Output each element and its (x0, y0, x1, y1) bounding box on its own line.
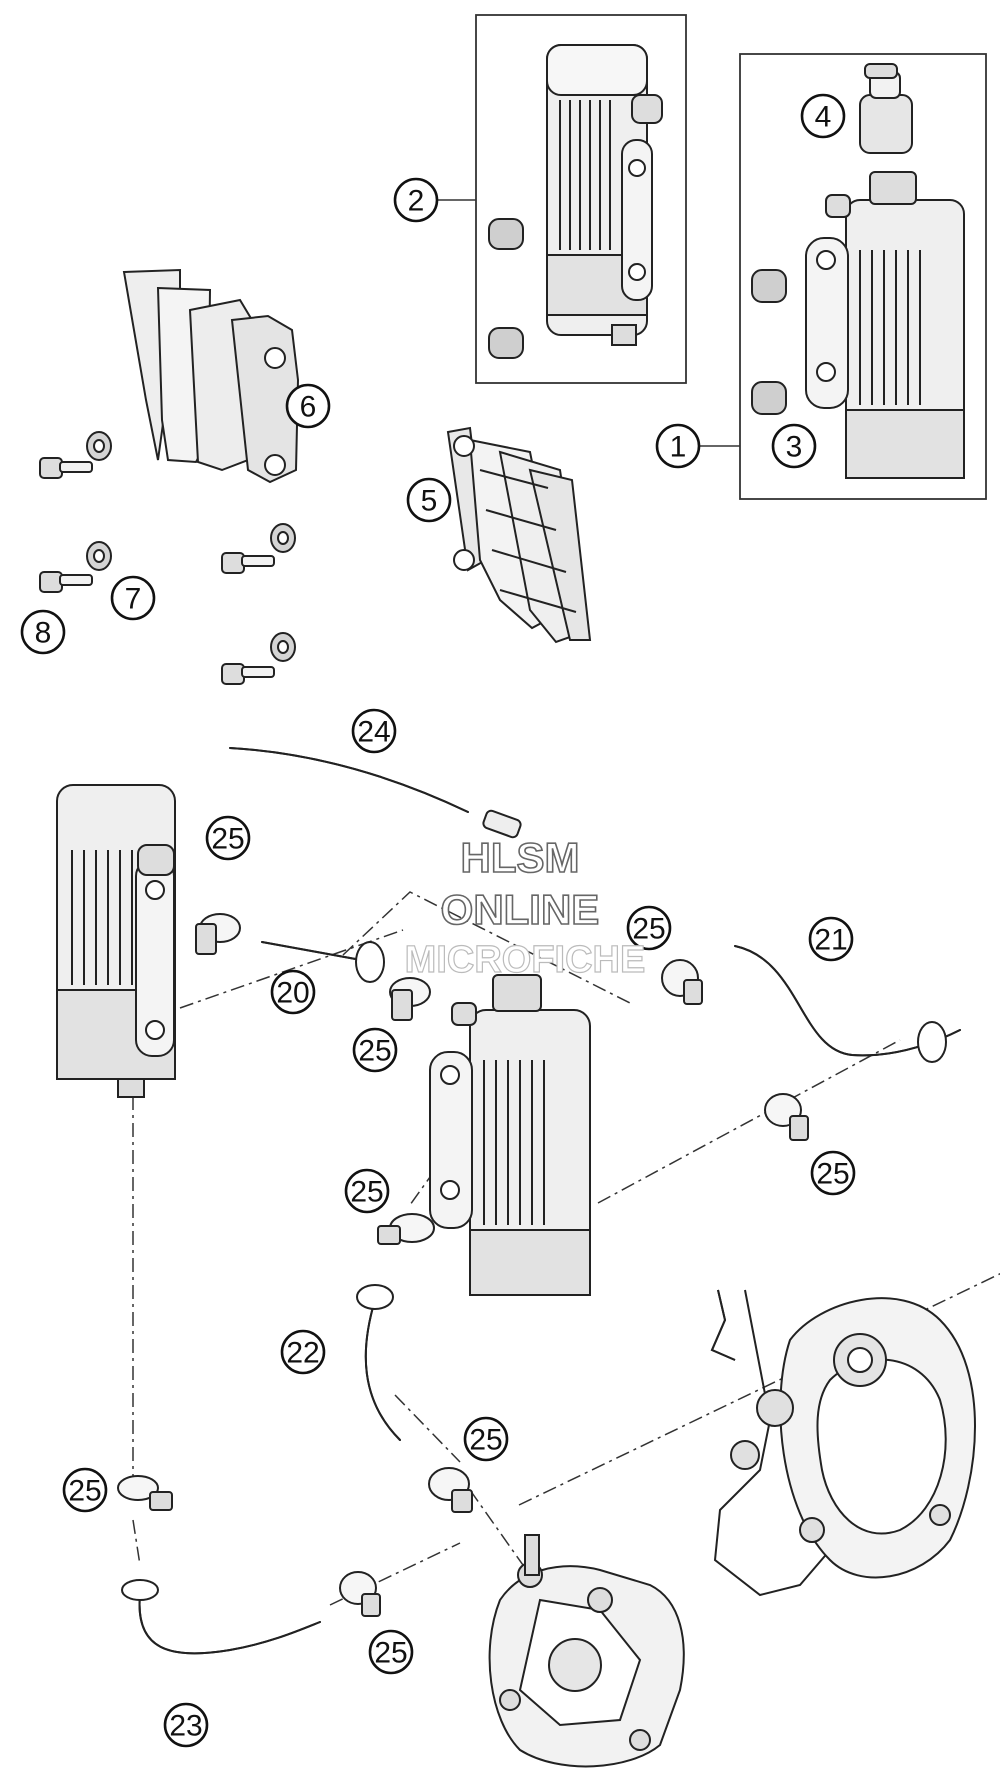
callout-25[interactable]: 25 (62, 1467, 108, 1513)
svg-text:1: 1 (670, 431, 687, 464)
hose-clamp-part (117, 913, 809, 1617)
radiator-right-kit-box (739, 53, 987, 500)
svg-text:25: 25 (374, 1637, 407, 1670)
callout-1[interactable]: 1 (655, 423, 701, 469)
radiator-cap-part (859, 63, 913, 154)
svg-text:25: 25 (68, 1475, 101, 1508)
watermark: HLSM ONLINE MICROFICHE (404, 833, 646, 981)
breather-hose-part (229, 747, 522, 839)
callout-25[interactable]: 25 (352, 1027, 398, 1073)
water-pump-cover-part (710, 1289, 976, 1597)
svg-text:25: 25 (350, 1176, 383, 1209)
svg-text:MICROFICHE: MICROFICHE (405, 939, 646, 981)
grommet-part (488, 218, 524, 359)
callout-24[interactable]: 24 (351, 708, 397, 754)
callout-5[interactable]: 5 (406, 477, 452, 523)
svg-text:4: 4 (815, 101, 832, 134)
callout-25[interactable]: 25 (368, 1629, 414, 1675)
radiator-right-part (429, 974, 591, 1296)
callout-3[interactable]: 3 (771, 423, 817, 469)
radiator-hose-22-part (356, 1284, 401, 1441)
radiator-left-part (546, 44, 663, 346)
callout-4[interactable]: 4 (800, 93, 846, 139)
radiator-louver-part (446, 426, 592, 644)
callout-25[interactable]: 25 (810, 1150, 856, 1196)
callout-7[interactable]: 7 (110, 575, 156, 621)
svg-text:25: 25 (632, 913, 665, 946)
radiator-hose-21-part (734, 945, 961, 1063)
svg-text:5: 5 (421, 485, 438, 518)
radiator-left-part (56, 784, 176, 1098)
svg-text:25: 25 (211, 823, 244, 856)
washer-part (86, 431, 296, 662)
svg-text:22: 22 (286, 1337, 319, 1370)
callout-2[interactable]: 2 (393, 177, 439, 223)
callout-8[interactable]: 8 (20, 609, 66, 655)
callout-25[interactable]: 25 (626, 905, 672, 951)
svg-text:23: 23 (169, 1710, 202, 1743)
callout-21[interactable]: 21 (808, 916, 854, 962)
svg-text:20: 20 (276, 977, 309, 1010)
svg-text:8: 8 (35, 617, 52, 650)
callout-22[interactable]: 22 (280, 1329, 326, 1375)
svg-text:7: 7 (125, 583, 142, 616)
svg-text:2: 2 (408, 185, 425, 218)
radiator-right-part (805, 171, 965, 479)
callout-23[interactable]: 23 (163, 1702, 209, 1748)
callout-6[interactable]: 6 (285, 383, 331, 429)
bolt-part (39, 457, 275, 685)
callout-25[interactable]: 25 (344, 1168, 390, 1214)
grommet-part (751, 269, 787, 415)
svg-text:6: 6 (300, 391, 317, 424)
svg-text:3: 3 (786, 431, 803, 464)
radiator-guard-part (122, 268, 300, 484)
cylinder-part (488, 1534, 685, 1768)
callout-25[interactable]: 25 (205, 815, 251, 861)
svg-text:ONLINE: ONLINE (441, 886, 600, 933)
svg-text:25: 25 (358, 1035, 391, 1068)
radiator-left-kit-box (475, 14, 687, 384)
callout-25[interactable]: 25 (463, 1416, 509, 1462)
callout-20[interactable]: 20 (270, 969, 316, 1015)
radiator-hose-23-part (121, 1579, 321, 1655)
svg-text:24: 24 (357, 716, 390, 749)
svg-text:21: 21 (814, 924, 847, 957)
radiator-hose-20-part (261, 941, 385, 983)
svg-text:25: 25 (469, 1424, 502, 1457)
svg-text:HLSM: HLSM (461, 834, 580, 881)
svg-text:25: 25 (816, 1158, 849, 1191)
